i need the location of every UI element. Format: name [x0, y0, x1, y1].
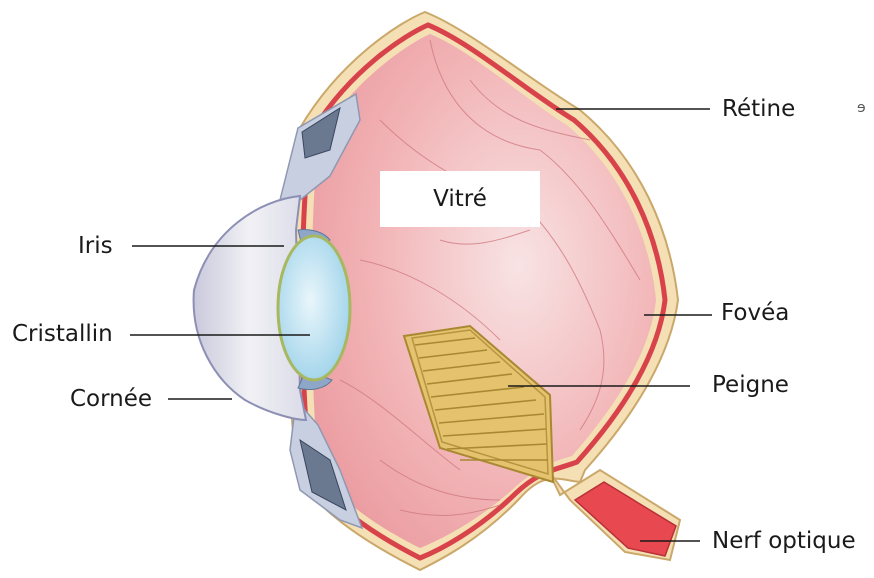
label-iris: Iris [78, 235, 113, 258]
label-retine: Rétine [722, 98, 795, 121]
label-nerf-optique: Nerf optique [712, 530, 856, 553]
label-peigne: Peigne [712, 374, 789, 397]
label-vitre: Vitré [433, 186, 487, 212]
vitreous-label-box: Vitré [380, 171, 540, 227]
label-fovea: Fovéa [721, 302, 789, 325]
stray-mark: ɘ [857, 100, 866, 116]
label-cornee: Cornée [70, 388, 152, 411]
lens [278, 236, 350, 380]
vitreous-body [312, 34, 656, 548]
label-cristallin: Cristallin [12, 323, 113, 346]
